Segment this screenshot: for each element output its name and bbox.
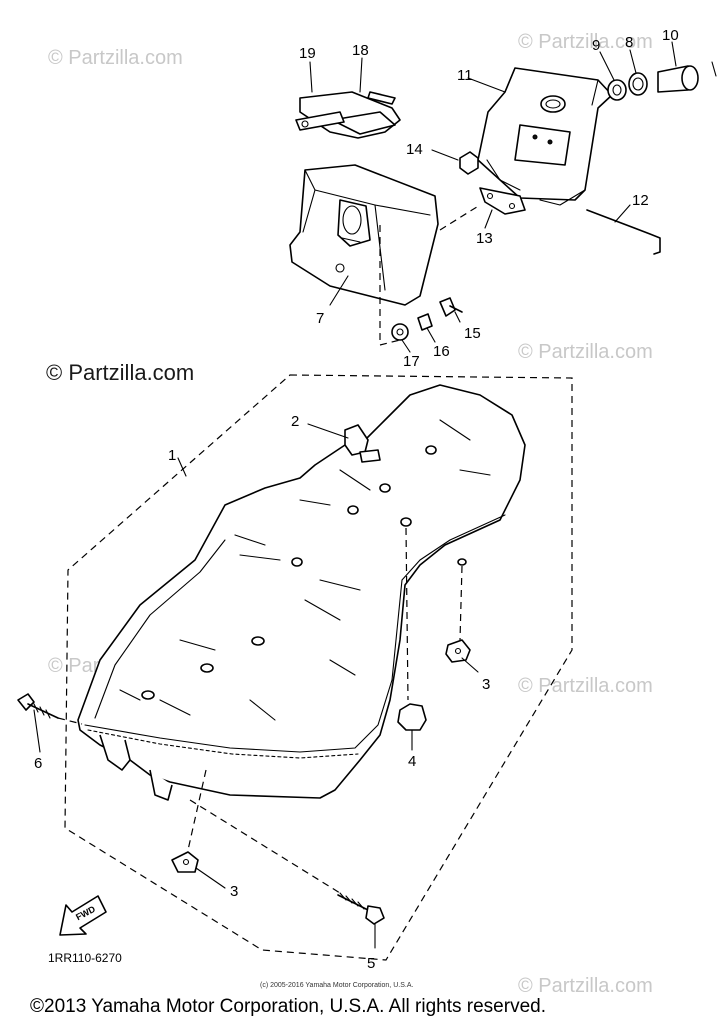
watermark-mid-left: © Partzilla.com bbox=[46, 360, 194, 385]
callout-19: 19 bbox=[299, 45, 316, 62]
guide-line-seat-4 bbox=[189, 799, 341, 894]
callout-13: 13 bbox=[476, 230, 493, 247]
copyright-notice: ©2013 Yamaha Motor Corporation, U.S.A. A… bbox=[30, 996, 546, 1017]
bracket-part-3-rear bbox=[445, 639, 471, 663]
callout-1: 1 bbox=[168, 447, 176, 464]
callout-7: 7 bbox=[316, 310, 324, 327]
callout-14: 14 bbox=[406, 141, 423, 158]
callout-17: 17 bbox=[403, 353, 420, 370]
watermark-top-left: © Partzilla.com bbox=[48, 47, 183, 69]
fine-print: (c) 2005-2016 Yamaha Motor Corporation, … bbox=[260, 982, 413, 989]
guide-line-seat-3 bbox=[187, 769, 207, 851]
callout-3-front: 3 bbox=[230, 883, 238, 900]
tail-box-part-7 bbox=[289, 164, 439, 306]
guide-line-upper-2 bbox=[439, 204, 481, 231]
seat-part-1 bbox=[77, 384, 526, 801]
seat-boundary-box bbox=[64, 374, 573, 961]
lock-parts-8-9-10 bbox=[607, 61, 717, 101]
callout-3-rear: 3 bbox=[482, 676, 490, 693]
callout-numbers: 19 18 11 9 8 10 14 12 13 7 15 16 17 2 1 … bbox=[34, 27, 679, 972]
diagram-code: 1RR110-6270 bbox=[48, 951, 122, 965]
callout-2: 2 bbox=[291, 413, 299, 430]
bolt-part-6 bbox=[17, 693, 59, 719]
hardware-parts-15-16-17 bbox=[391, 297, 463, 341]
callout-9: 9 bbox=[592, 37, 600, 54]
callout-6: 6 bbox=[34, 755, 42, 772]
watermarks: © Partzilla.com © Partzilla.com © Partzi… bbox=[46, 31, 653, 997]
callout-10: 10 bbox=[662, 27, 679, 44]
guide-line-upper-1 bbox=[379, 225, 401, 346]
guide-line-seat-5 bbox=[57, 717, 83, 725]
strap-parts-18-19 bbox=[295, 91, 401, 139]
watermark-mid-right: © Partzilla.com bbox=[518, 341, 653, 363]
bolt-part-5 bbox=[337, 892, 385, 925]
callout-15: 15 bbox=[464, 325, 481, 342]
rod-part-12 bbox=[586, 209, 661, 255]
clip-part-2 bbox=[344, 424, 369, 456]
callout-16: 16 bbox=[433, 343, 450, 360]
fwd-arrow: FWD bbox=[59, 895, 107, 936]
leader-lines bbox=[33, 41, 677, 949]
bracket-part-3-front bbox=[171, 851, 199, 873]
guide-line-seat-2 bbox=[459, 565, 463, 641]
callout-4: 4 bbox=[408, 753, 416, 770]
callout-11: 11 bbox=[457, 67, 473, 84]
watermark-bottom-right: © Partzilla.com bbox=[518, 975, 653, 997]
callout-18: 18 bbox=[352, 42, 369, 59]
watermark-lower-right: © Partzilla.com bbox=[518, 675, 653, 697]
nut-part-14 bbox=[459, 151, 479, 175]
watermark-top-right: © Partzilla.com bbox=[518, 31, 653, 53]
callout-5: 5 bbox=[367, 955, 375, 972]
callout-8: 8 bbox=[625, 34, 633, 51]
rear-cover-part-11 bbox=[477, 67, 613, 206]
damper-part-4 bbox=[397, 703, 427, 731]
guide-line-seat-1 bbox=[405, 527, 409, 701]
callout-12: 12 bbox=[632, 192, 649, 209]
